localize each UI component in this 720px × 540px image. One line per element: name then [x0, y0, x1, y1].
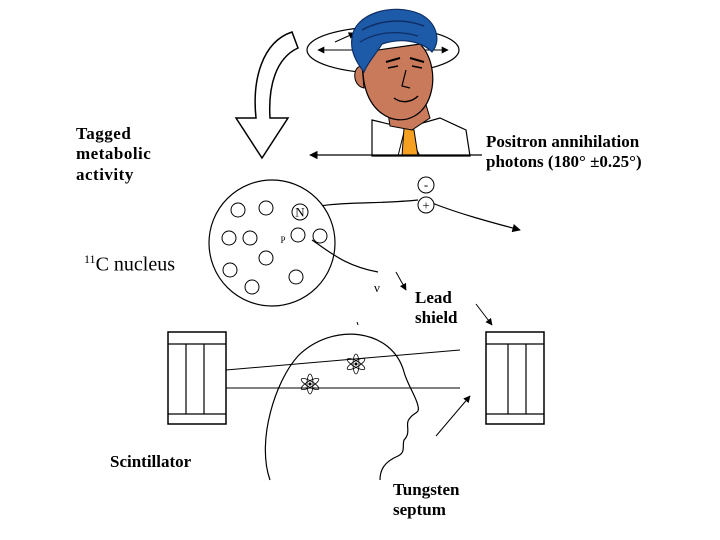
- neutron-symbol: N: [295, 205, 305, 220]
- scintillator-label: Scintillator: [110, 452, 192, 471]
- stray-tick: [356, 321, 359, 326]
- positron-annihilation-label: Positron annihilation photons (180° ±0.2…: [486, 132, 642, 172]
- atom-icon: [346, 353, 366, 375]
- right-detector: [485, 331, 545, 425]
- person-head-icon: [351, 8, 471, 157]
- left-detector: [167, 331, 227, 425]
- atom-icon: [300, 373, 320, 395]
- electron-symbol: -: [424, 177, 428, 192]
- neutrino-arrow: [395, 271, 407, 291]
- positron-symbol: +: [422, 198, 429, 213]
- positron-particle: +: [417, 196, 435, 214]
- lead-shield-pointer: [475, 303, 493, 326]
- patient-head-profile: [264, 333, 419, 481]
- neutrino-symbol: ν: [374, 280, 380, 295]
- annihilation-photon-line: [309, 150, 521, 233]
- tungsten-pointer: [435, 395, 471, 437]
- nucleus-label: 11C nucleus: [84, 252, 175, 276]
- tungsten-septum-label: Tungsten septum: [393, 480, 460, 520]
- lead-shield-label: Lead shield: [415, 288, 458, 328]
- tagged-metabolic-label: Tagged metabolic activity: [76, 124, 152, 184]
- neutrino-path: [311, 239, 379, 273]
- curved-arrow-icon: [234, 31, 299, 160]
- electron-particle: -: [417, 176, 435, 194]
- coincidence-line-upper: [225, 349, 461, 371]
- neutron-particle: N: [291, 203, 309, 221]
- proton-symbol: P: [280, 235, 285, 245]
